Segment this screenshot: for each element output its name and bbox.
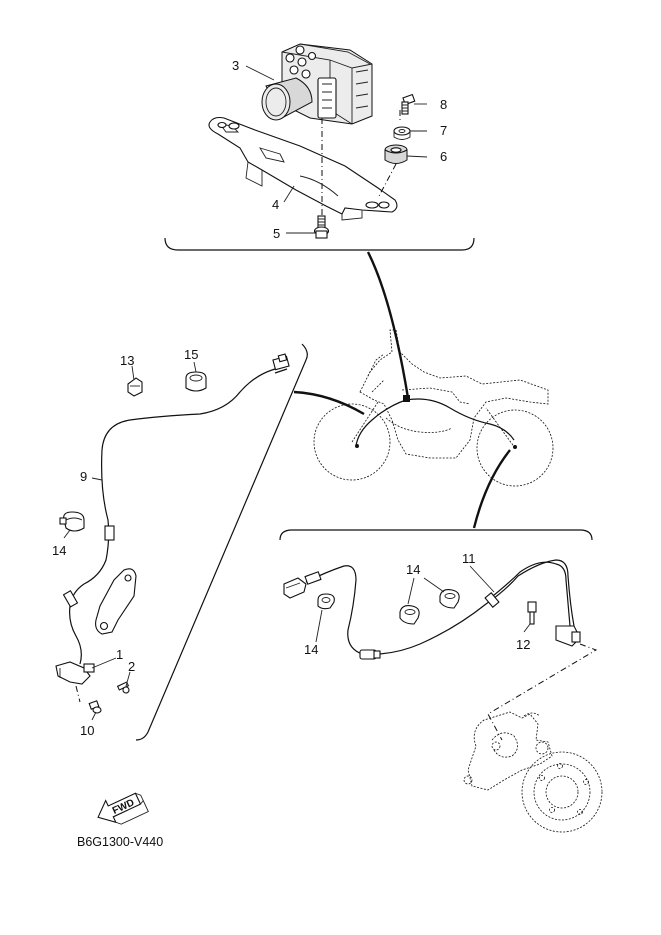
front-sensor-1-part — [55, 661, 95, 685]
part-label-14-pair: 14 — [406, 562, 420, 577]
part-label-3: 3 — [232, 58, 239, 73]
leader-14-pair — [407, 577, 445, 605]
leader-9 — [91, 477, 103, 481]
bolt-8-part — [401, 93, 416, 115]
leader-6 — [406, 155, 428, 158]
part-label-9: 9 — [80, 469, 87, 484]
part-label-10: 10 — [80, 723, 94, 738]
leader-3 — [245, 65, 275, 81]
top-panel-frame — [164, 237, 475, 251]
part-label-8: 8 — [440, 97, 447, 112]
fwd-arrow: FWD — [97, 792, 149, 825]
part-label-5: 5 — [273, 226, 280, 241]
clamp-14-left-part — [59, 511, 85, 532]
leader-11 — [469, 565, 495, 593]
rear-connector — [283, 571, 322, 599]
abs-location-marker — [403, 395, 410, 402]
collar-7-part — [393, 126, 411, 140]
part-label-15: 15 — [184, 347, 198, 362]
front-connector — [272, 353, 290, 371]
leader-14-left — [63, 529, 71, 539]
part-label-13: 13 — [120, 353, 134, 368]
brake-line-path — [405, 398, 515, 441]
part-label-1: 1 — [116, 647, 123, 662]
hydraulic-unit-panel: 3 8 7 6 4 5 — [164, 43, 475, 399]
leader-10 — [91, 711, 97, 721]
part-label-2: 2 — [128, 659, 135, 674]
part-label-14-rear: 14 — [304, 642, 318, 657]
motorcycle-silhouette — [313, 329, 554, 487]
leader-14-rear — [315, 609, 323, 643]
rear-sensor-panel: 11 14 14 12 — [279, 449, 603, 833]
part-label-12: 12 — [516, 637, 530, 652]
left-leader-line — [293, 390, 365, 416]
part-label-11: 11 — [462, 551, 476, 566]
bolt-12-part — [527, 601, 537, 625]
diagram-code: B6G1300-V440 — [77, 835, 163, 849]
rear-cable-sleeve-2 — [484, 592, 500, 608]
centerline-rear-sensor — [487, 643, 598, 741]
grommet-6-part — [384, 144, 408, 164]
rear-sensor-cable — [305, 559, 575, 655]
right-panel-frame — [279, 529, 593, 541]
clip-13-part — [127, 377, 143, 397]
cable-sleeve-2 — [62, 590, 79, 608]
clamp-14-rear-pair-part — [399, 589, 460, 625]
rear-cable-sleeve — [359, 649, 381, 660]
leader-15 — [193, 361, 197, 373]
front-sensor-bracket — [95, 568, 137, 635]
right-leader-line — [472, 449, 511, 529]
front-sensor-panel: 13 15 9 14 1 2 10 — [52, 343, 365, 741]
fwd-label: FWD — [111, 797, 136, 817]
leader-12 — [523, 623, 531, 633]
clamp-14-rear-left-part — [317, 593, 335, 610]
rear-sensor-part — [555, 625, 581, 647]
leader-2 — [125, 671, 131, 687]
centerline-bolt10 — [75, 685, 81, 703]
rear-brake-assembly — [463, 711, 603, 833]
leader-13 — [131, 365, 135, 381]
part-label-6: 6 — [440, 149, 447, 164]
part-label-7: 7 — [440, 123, 447, 138]
cable-sleeve-1 — [104, 525, 115, 541]
leader-4 — [283, 185, 295, 203]
abs-unit-part — [261, 43, 373, 125]
bolt-10-part — [88, 700, 102, 714]
clamp-15-part — [185, 371, 207, 392]
bolt-2-part — [116, 681, 130, 694]
bracket-part — [208, 116, 398, 221]
part-label-4: 4 — [272, 197, 279, 212]
part-label-14-left: 14 — [52, 543, 66, 558]
front-line-path — [355, 399, 407, 447]
bolt-5-part — [313, 215, 330, 239]
leader-1 — [91, 657, 117, 669]
top-leader-line — [366, 251, 410, 399]
left-panel-frame — [135, 343, 308, 741]
front-sensor-cable — [69, 365, 285, 665]
